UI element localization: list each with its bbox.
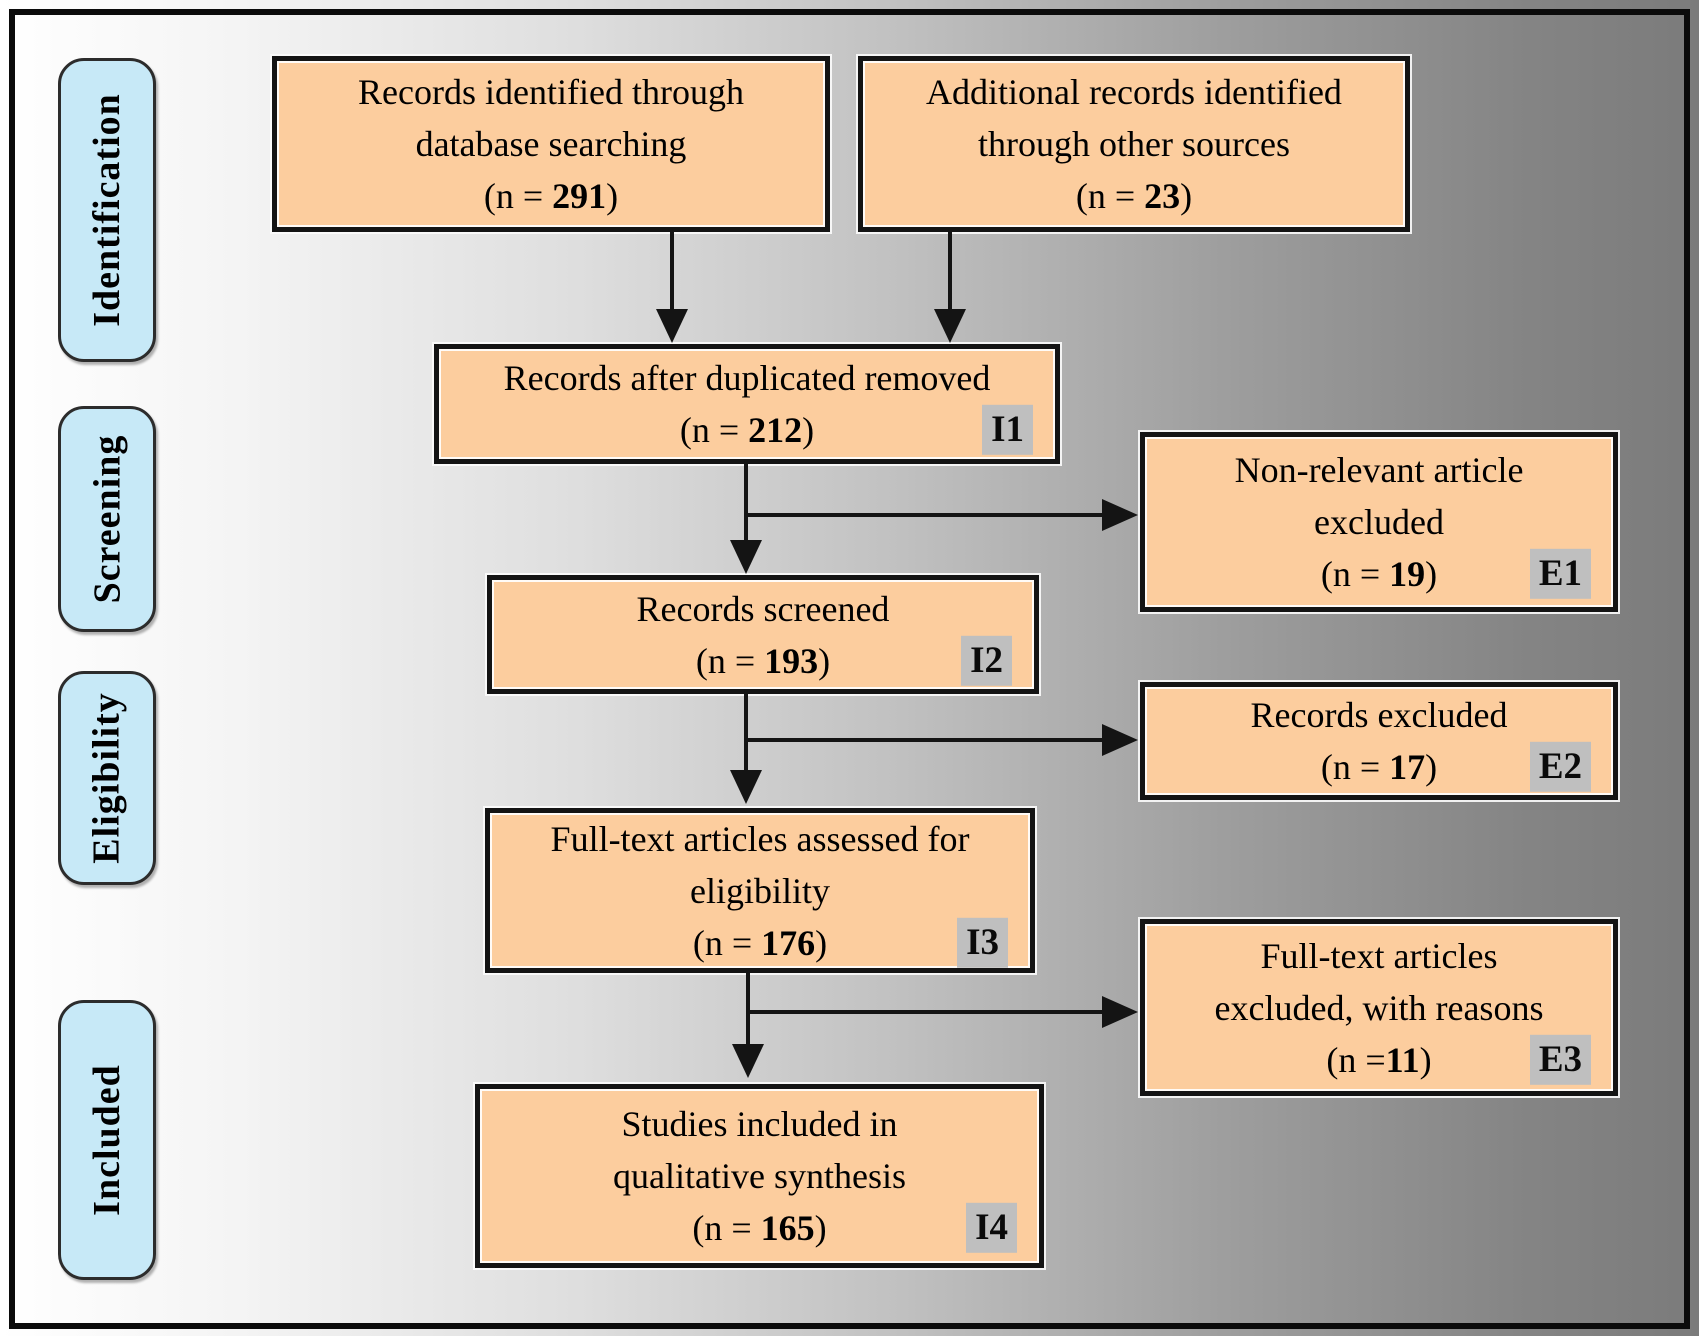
bottom-margin bbox=[0, 1336, 1699, 1343]
count-value: 17 bbox=[1389, 747, 1426, 787]
box-text-line: Records identified through bbox=[358, 72, 744, 112]
box-text-line: Studies included in bbox=[621, 1104, 898, 1144]
arrowhead-other-to-dedup bbox=[934, 309, 966, 343]
stage-eligibility-label: Eligibility bbox=[86, 692, 129, 864]
arrowhead-dedup-to-screened bbox=[730, 540, 762, 574]
count-suffix: ) bbox=[814, 1208, 827, 1248]
arrowhead-branch-to-E3 bbox=[1102, 996, 1138, 1028]
arrow-line-screened-to-fulltext bbox=[744, 694, 748, 771]
count-value: 176 bbox=[761, 922, 816, 963]
box-text-line: Full-text articles bbox=[1260, 935, 1498, 976]
stage-included-label: Included bbox=[86, 1064, 128, 1216]
box-nonrelevant-articles-excluded: Non-relevant article excluded (n = 19) E1 bbox=[1140, 432, 1618, 612]
box-records-after-duplicates-removed: Records after duplicated removed (n = 21… bbox=[434, 344, 1060, 464]
count-suffix: ) bbox=[1425, 554, 1438, 594]
stage-screening-label: Screening bbox=[86, 434, 128, 604]
box-count-line: (n = 19) E1 bbox=[1145, 548, 1613, 600]
stage-eligibility: Eligibility bbox=[58, 671, 156, 885]
count-value: 212 bbox=[748, 410, 803, 450]
count-prefix: (n = bbox=[1320, 554, 1390, 594]
arrowhead-screened-to-fulltext bbox=[730, 770, 762, 804]
tag-E3: E3 bbox=[1529, 1034, 1591, 1085]
count-suffix: ) bbox=[818, 640, 831, 681]
stage-included: Included bbox=[58, 1000, 156, 1280]
box-count-line: (n = 212) I1 bbox=[439, 404, 1055, 456]
box-count-line: (n = 23) bbox=[863, 170, 1405, 222]
box-count-line: (n = 291) bbox=[277, 170, 825, 222]
box-fulltext-excluded-with-reasons: Full-text articles excluded, with reason… bbox=[1140, 919, 1618, 1096]
box-text-line: Non-relevant article bbox=[1234, 450, 1524, 490]
box-text-line: qualitative synthesis bbox=[613, 1156, 906, 1196]
box-count-line: (n = 176) I3 bbox=[490, 917, 1030, 969]
count-value: 193 bbox=[764, 640, 819, 681]
box-count-line: (n = 165) I4 bbox=[480, 1202, 1039, 1254]
count-prefix: (n = bbox=[1320, 747, 1390, 787]
arrow-line-db-to-dedup bbox=[670, 232, 674, 310]
box-count-line: (n =11) E3 bbox=[1145, 1034, 1613, 1086]
box-text-line: Records excluded bbox=[1250, 695, 1508, 735]
box-text-line: Records screened bbox=[636, 588, 890, 629]
box-studies-included-qualitative-synthesis: Studies included in qualitative synthesi… bbox=[475, 1084, 1044, 1268]
arrowhead-branch-to-E1 bbox=[1102, 499, 1138, 531]
box-text-line: through other sources bbox=[978, 124, 1290, 164]
stage-screening: Screening bbox=[58, 406, 156, 632]
tag-E1: E1 bbox=[1529, 548, 1591, 600]
box-text-line: Records after duplicated removed bbox=[503, 358, 991, 398]
arrowhead-db-to-dedup bbox=[656, 309, 688, 343]
tag-I3: I3 bbox=[957, 917, 1008, 968]
count-suffix: ) bbox=[802, 410, 815, 450]
stage-identification-label: Identification bbox=[86, 93, 128, 327]
count-value: 19 bbox=[1389, 554, 1426, 594]
tag-I2: I2 bbox=[961, 635, 1012, 686]
count-prefix: (n = bbox=[692, 922, 762, 963]
arrow-line-branch-to-E2 bbox=[744, 738, 1104, 742]
box-text-line: excluded, with reasons bbox=[1214, 987, 1544, 1028]
box-fulltext-assessed-eligibility: Full-text articles assessed for eligibil… bbox=[485, 808, 1035, 973]
count-suffix: ) bbox=[815, 922, 828, 963]
count-suffix: ) bbox=[1425, 747, 1438, 787]
count-prefix: (n = bbox=[483, 176, 553, 216]
box-additional-records-other-sources: Additional records identified through ot… bbox=[858, 56, 1410, 232]
count-prefix: (n = bbox=[695, 640, 765, 681]
count-value: 291 bbox=[552, 176, 607, 216]
count-suffix: ) bbox=[606, 176, 619, 216]
tag-I4: I4 bbox=[966, 1202, 1017, 1254]
box-count-line: (n = 193) I2 bbox=[492, 635, 1034, 687]
box-text-line: eligibility bbox=[690, 870, 830, 911]
box-count-line: (n = 17) E2 bbox=[1145, 741, 1613, 793]
box-records-screened: Records screened (n = 193) I2 bbox=[487, 575, 1039, 694]
box-records-excluded: Records excluded (n = 17) E2 bbox=[1140, 682, 1618, 800]
tag-I1: I1 bbox=[982, 404, 1033, 456]
stage-identification: Identification bbox=[58, 58, 156, 362]
count-value: 165 bbox=[760, 1208, 815, 1248]
count-suffix: ) bbox=[1180, 176, 1193, 216]
tag-E2: E2 bbox=[1529, 741, 1591, 793]
arrowhead-branch-to-E2 bbox=[1102, 724, 1138, 756]
box-text-line: excluded bbox=[1314, 502, 1444, 542]
count-value: 23 bbox=[1144, 176, 1181, 216]
box-text-line: database searching bbox=[415, 124, 687, 164]
arrow-line-branch-to-E3 bbox=[746, 1010, 1104, 1014]
arrow-line-fulltext-to-included bbox=[746, 973, 750, 1045]
arrowhead-fulltext-to-included bbox=[732, 1044, 764, 1078]
box-text-line: Full-text articles assessed for bbox=[550, 818, 970, 859]
arrow-line-dedup-to-screened bbox=[744, 464, 748, 541]
count-prefix: (n = bbox=[1075, 176, 1145, 216]
box-records-identified-database: Records identified through database sear… bbox=[272, 56, 830, 232]
count-prefix: (n = bbox=[692, 1208, 761, 1248]
count-prefix: (n = bbox=[679, 410, 749, 450]
count-suffix: ) bbox=[1419, 1039, 1432, 1080]
arrow-line-other-to-dedup bbox=[948, 232, 952, 310]
arrow-line-branch-to-E1 bbox=[744, 513, 1104, 517]
box-text-line: Additional records identified bbox=[926, 72, 1342, 112]
count-value: 11 bbox=[1385, 1039, 1420, 1080]
count-prefix: (n = bbox=[1326, 1039, 1386, 1080]
